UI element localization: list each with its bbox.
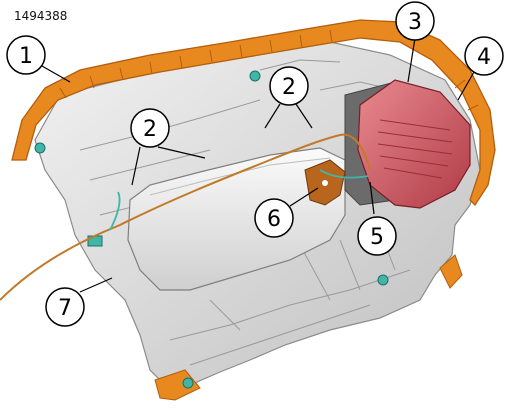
trim-ribs: [59, 29, 479, 111]
right-orange-clip: [439, 254, 463, 289]
callout-1: 1: [6, 35, 46, 75]
central-tub: [127, 147, 346, 291]
figure-id-label: 1494388: [14, 9, 68, 23]
svg-text:3: 3: [408, 10, 422, 35]
orange-trim-strip: [11, 19, 496, 207]
svg-text:4: 4: [477, 45, 491, 70]
svg-text:6: 6: [267, 207, 281, 232]
callout-4: 4: [464, 36, 504, 76]
svg-text:1: 1: [19, 44, 33, 69]
svg-text:2: 2: [143, 117, 157, 142]
callout-2b: 2: [269, 66, 309, 106]
svg-text:7: 7: [58, 296, 72, 321]
teal-clips: [34, 70, 389, 389]
red-lamp-unit: [357, 79, 471, 209]
callout-5: 5: [357, 216, 397, 256]
wiring-harness: [0, 133, 371, 301]
svg-text:2: 2: [282, 75, 296, 100]
lower-orange-clip: [154, 369, 201, 401]
callout-3: 3: [395, 1, 435, 41]
svg-text:5: 5: [370, 225, 384, 250]
callout-6: 6: [254, 198, 294, 238]
callout-2a: 2: [130, 108, 170, 148]
callout-7: 7: [45, 287, 85, 327]
lamp-grille: [377, 119, 453, 179]
leader-lines: [41, 37, 475, 293]
